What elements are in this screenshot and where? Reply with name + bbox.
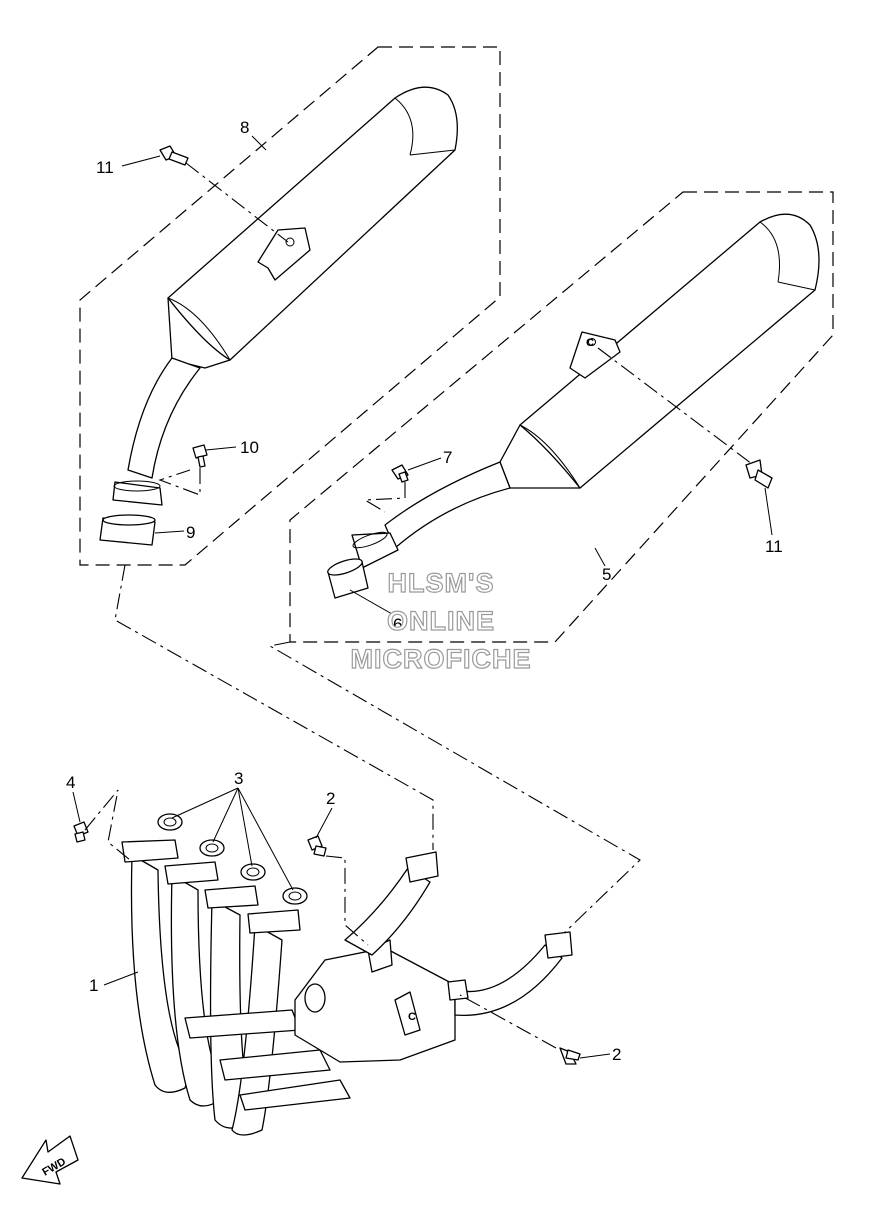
callout-2-lower: 2 [612,1045,621,1064]
collector-stamp: C [408,1011,416,1023]
bolt-11-right[interactable] [745,459,773,489]
watermark: HLSM'S ONLINE MICROFICHE [350,567,532,674]
callout-9: 9 [186,523,195,542]
callout-6: 6 [393,615,402,634]
bolt-4-axis [84,789,131,861]
muffler-5[interactable] [351,213,820,569]
callout-11-right: 11 [765,537,783,556]
muffler-8-group-outline [79,46,501,566]
callout-4: 4 [66,773,75,792]
clamp-6[interactable] [326,556,369,599]
bolt-2-upper-axis [325,855,369,946]
bolt-4[interactable] [73,821,89,843]
bolt-7[interactable] [391,464,409,483]
bolt-11-upper[interactable] [159,145,189,166]
watermark-line-1: HLSM'S [388,568,495,598]
bolt-10-axis [158,468,201,496]
watermark-line-2: ONLINE [387,606,495,636]
bolt-2-upper[interactable] [307,835,327,857]
fwd-arrow-icon: FWD [21,1135,79,1185]
bolt-2-lower[interactable] [559,1047,581,1065]
clamp-9[interactable] [99,514,156,546]
bolt-11-right-axis [597,347,753,465]
left-muffler-alignment-line [114,564,434,850]
exhaust-header-assembly[interactable] [121,839,573,1136]
callout-2-upper: 2 [326,789,335,808]
callout-8: 8 [240,118,249,137]
callout-3: 3 [234,769,243,788]
muffler-8[interactable] [112,86,458,506]
bolt-10[interactable] [192,444,208,468]
callout-10: 10 [240,438,259,457]
callout-11-upper: 11 [96,158,114,177]
callout-7: 7 [443,448,452,467]
callout-1: 1 [89,976,98,995]
watermark-line-3: MICROFICHE [351,644,532,674]
callout-5: 5 [602,565,611,584]
bracket-mark: C [586,337,594,349]
bolt-11-upper-axis [185,162,289,243]
right-muffler-alignment-line [268,641,641,936]
bolt-7-axis [363,482,406,513]
bolt-2-lower-axis [459,994,557,1049]
muffler-5-group-outline [289,191,834,643]
gaskets-3[interactable] [157,813,308,905]
